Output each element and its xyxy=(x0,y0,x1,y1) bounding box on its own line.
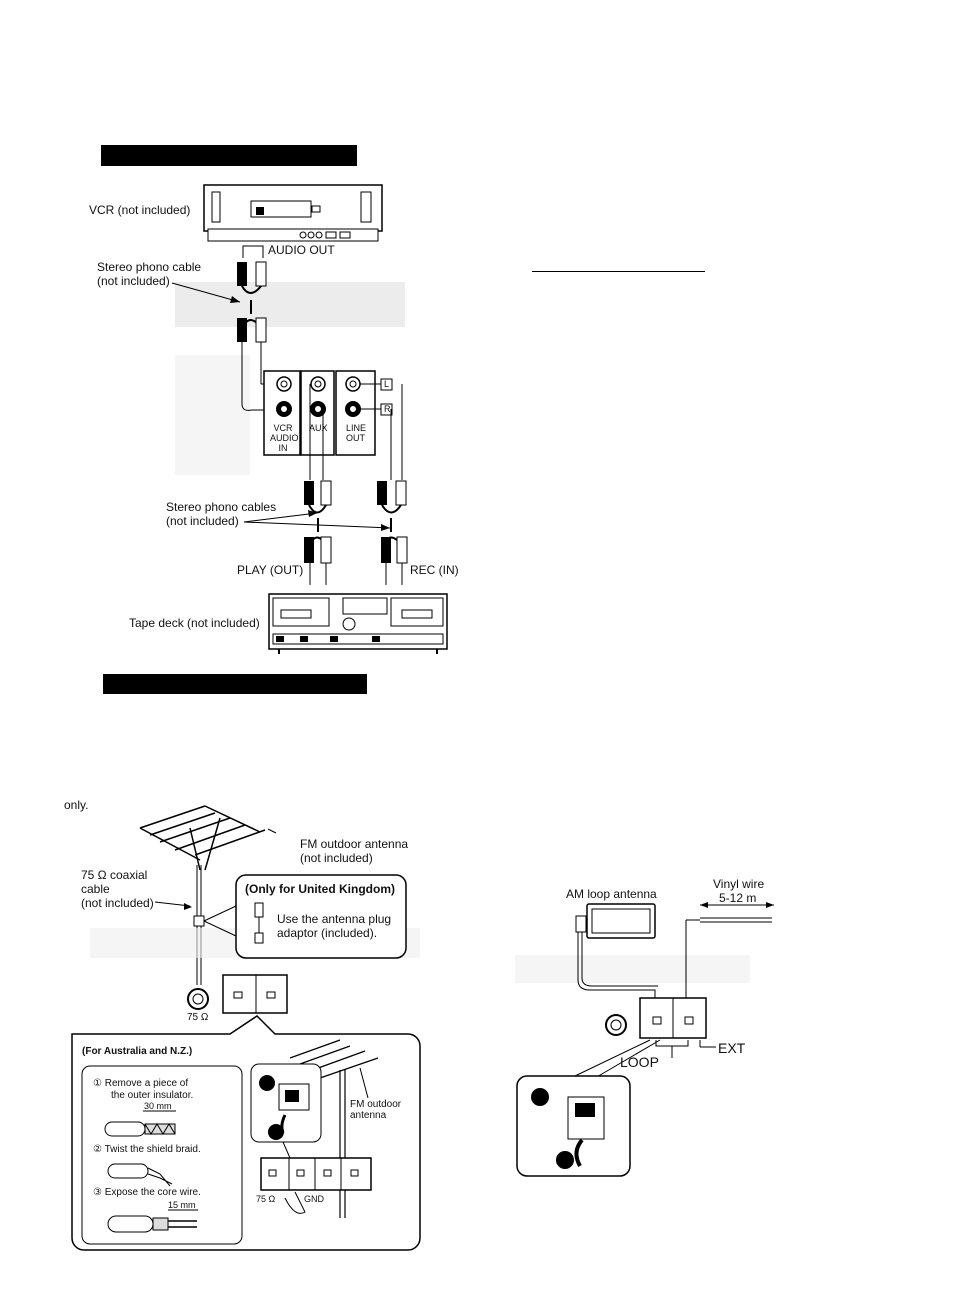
coax-label-line2: cable xyxy=(81,882,110,896)
vinyl-wire-label-line1: Vinyl wire xyxy=(713,877,765,891)
step3-dimension: 15 mm xyxy=(168,1200,196,1210)
fm-outdoor-label-line2: antenna xyxy=(350,1110,387,1121)
panel-vcr-label: VCR AUDIO IN xyxy=(270,423,299,453)
step1-dimension: 30 mm xyxy=(144,1101,172,1111)
loop-label: LOOP xyxy=(620,1054,659,1070)
uk-callout-text-line1: Use the antenna plug xyxy=(277,912,392,926)
section-heading-bar-connections xyxy=(101,145,357,166)
uk-callout-title: (Only for United Kingdom) xyxy=(245,882,395,896)
vcr-label: VCR (not included) xyxy=(89,203,191,217)
panel-vcr-line1: VCR xyxy=(273,423,293,433)
rec-in-label: REC (IN) xyxy=(410,563,459,577)
only-text: only. xyxy=(64,798,89,812)
fm-antenna-label-line2: (not included) xyxy=(300,851,373,865)
tape-deck-device xyxy=(268,593,448,654)
panel-aux-label: AUX xyxy=(309,423,328,433)
fm-outdoor-label-line1: FM outdoor xyxy=(350,1099,402,1110)
stereo-cables-label-line2: (not included) xyxy=(166,514,239,528)
vinyl-wire-label-line2: 5-12 m xyxy=(719,891,757,905)
stereo-cables-label-line1: Stereo phono cables xyxy=(166,500,277,514)
australia-callout-title: (For Australia and N.Z.) xyxy=(82,1046,193,1057)
fm-antenna-label-line1: FM outdoor antenna xyxy=(300,837,409,851)
panel-vcr-line3: IN xyxy=(278,443,288,453)
ohm-label: 75 Ω xyxy=(187,1012,209,1023)
uk-callout-text-line2: adaptor (included). xyxy=(277,926,378,940)
am-loop-label: AM loop antenna xyxy=(566,887,657,901)
play-out-label: PLAY (OUT) xyxy=(237,563,304,577)
ext-label: EXT xyxy=(718,1040,746,1056)
terminal-gnd-label: GND xyxy=(304,1194,324,1204)
coax-label-line1: 75 Ω coaxial xyxy=(81,868,148,882)
panel-line-line2: OUT xyxy=(346,433,365,443)
panel-vcr-line2: AUDIO xyxy=(270,433,299,443)
stereo-cable-label-line1: Stereo phono cable xyxy=(97,260,202,274)
panel-line-out-label: LINE OUT xyxy=(346,423,366,443)
step1-line1: ① Remove a piece of xyxy=(93,1078,189,1089)
jack-r-label: R xyxy=(384,404,391,414)
coax-label-line3: (not included) xyxy=(81,896,154,910)
stereo-cable-label-line2: (not included) xyxy=(97,274,170,288)
jack-l-label: L xyxy=(384,379,390,389)
step3: ③ Expose the core wire. xyxy=(93,1187,201,1198)
divider-rule xyxy=(532,271,705,272)
rear-panel xyxy=(263,370,393,456)
terminal-75-label: 75 Ω xyxy=(256,1194,276,1204)
audio-out-label: AUDIO OUT xyxy=(268,243,335,257)
panel-line-line1: LINE xyxy=(346,423,367,433)
section-heading-bar-antenna xyxy=(103,674,367,694)
step1-line2: the outer insulator. xyxy=(111,1090,194,1101)
step2: ② Twist the shield braid. xyxy=(93,1144,201,1155)
vcr-device xyxy=(203,184,383,242)
tape-deck-label: Tape deck (not included) xyxy=(129,616,260,630)
